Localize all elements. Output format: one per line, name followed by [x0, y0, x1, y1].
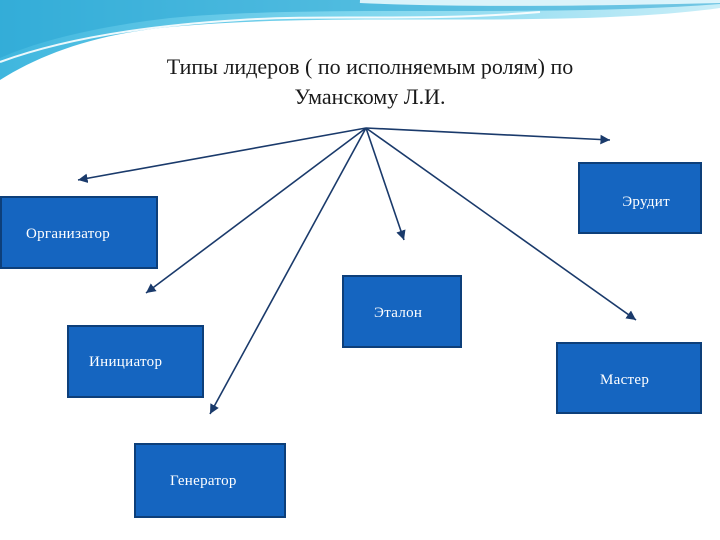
box-organizer-label: Организатор: [26, 226, 111, 242]
arrow-to-etalon: [365, 127, 406, 241]
arrow-to-generator: [209, 127, 367, 415]
title-line-2: Уманскому Л.И.: [294, 84, 446, 109]
arrow-to-erudit: [365, 127, 611, 145]
box-master: Мастер: [556, 342, 702, 414]
box-organizer: Организатор: [0, 196, 158, 269]
box-generator-label: Генератор: [170, 473, 237, 489]
box-master-label: Мастер: [600, 372, 650, 388]
box-generator: Генератор: [134, 443, 286, 518]
arrow-to-initiator: [145, 127, 367, 294]
box-etalon: Эталон: [342, 275, 462, 348]
header-wave-decoration: [0, 0, 720, 80]
box-etalon-label: Эталон: [374, 305, 423, 321]
arrow-to-master: [365, 127, 637, 321]
title-line-1: Типы лидеров ( по исполняемым ролям) по: [166, 54, 574, 79]
arrow-to-left-edge: [77, 127, 367, 184]
box-initiator-label: Инициатор: [89, 354, 163, 370]
slide-title: Типы лидеров ( по исполняемым ролям) по …: [60, 52, 680, 112]
box-erudit-label: Эрудит: [622, 194, 670, 210]
box-initiator: Инициатор: [67, 325, 204, 398]
box-erudit: Эрудит: [578, 162, 702, 234]
